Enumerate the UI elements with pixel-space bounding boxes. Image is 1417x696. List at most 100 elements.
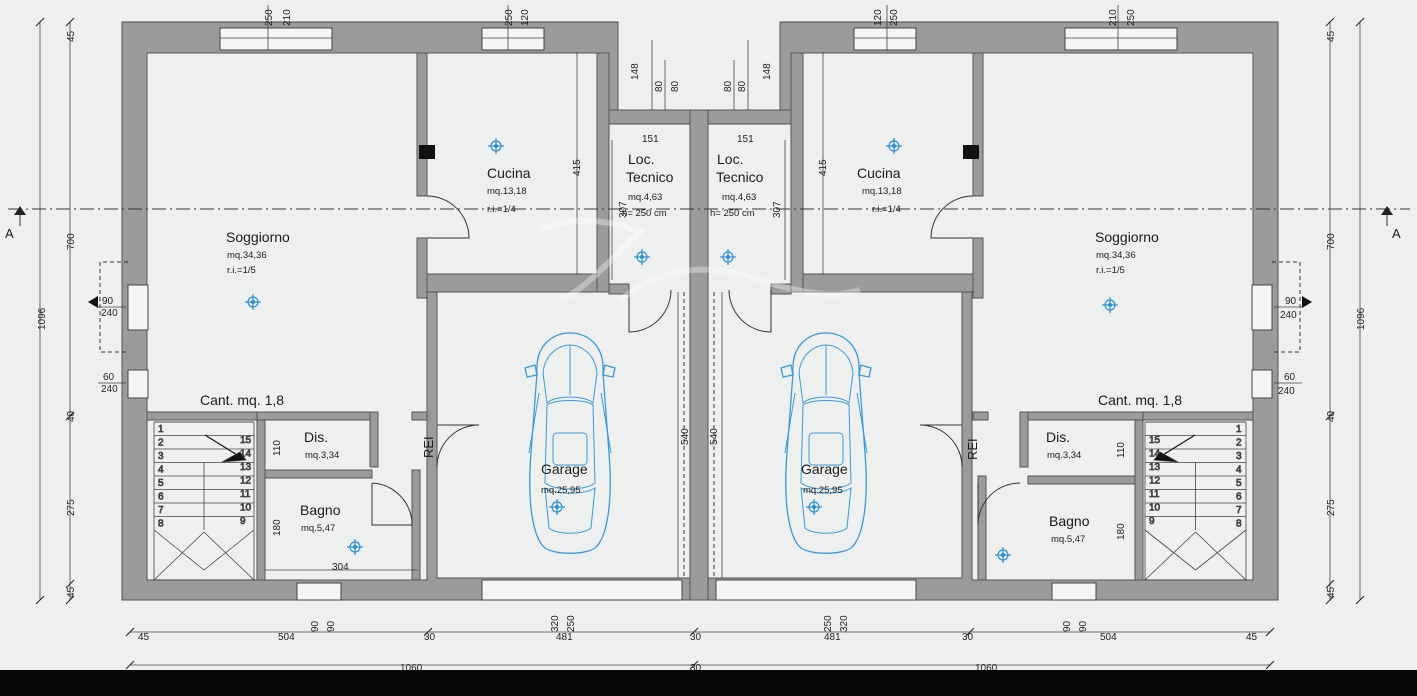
- room-name-garage: Garage: [801, 461, 848, 477]
- dim-text: 45: [1246, 632, 1258, 643]
- rei-label: REI: [421, 436, 436, 458]
- dim-text: 700: [1326, 233, 1337, 250]
- dim-text: 30: [690, 663, 702, 670]
- section-line: A A: [5, 206, 1410, 241]
- room-area: mq.5,47: [1051, 534, 1085, 545]
- room-name-cantina: Cant. mq. 1,8: [200, 392, 284, 408]
- room-name-garage: Garage: [541, 461, 588, 477]
- dim-text: 1060: [400, 663, 423, 670]
- room-ratio: r.i.=1/4: [487, 204, 516, 215]
- light-point-icon: [886, 138, 902, 154]
- room-area: mq.5,47: [301, 523, 335, 534]
- dim-text: 250: [1126, 9, 1137, 26]
- car-left: [524, 332, 616, 554]
- dim-text: 504: [278, 632, 295, 643]
- room-name-loc: Loc.: [628, 151, 654, 167]
- dim-text: 504: [1100, 632, 1117, 643]
- dim-text: 210: [282, 9, 293, 26]
- dim-text: 240: [1278, 386, 1295, 397]
- dim-text: 90: [102, 296, 114, 307]
- walls: [121, 21, 1279, 601]
- light-point-icon: [720, 249, 736, 265]
- dim-text: 30: [962, 632, 974, 643]
- room-ratio: r.i.=1/5: [227, 265, 256, 276]
- dim-text: 45: [1326, 30, 1337, 42]
- room-height: h= 250 cm: [622, 208, 667, 219]
- stair-number: 2: [1236, 438, 1242, 449]
- dim-text: 45: [138, 632, 150, 643]
- dim-text: 110: [1116, 442, 1127, 458]
- dim-text: 415: [572, 159, 583, 176]
- dim-text: 45: [66, 30, 77, 42]
- doors: [371, 195, 1021, 526]
- light-point-icon: [488, 138, 504, 154]
- room-area: mq.25,95: [803, 485, 843, 496]
- column-left: [419, 145, 435, 159]
- room-name-dis: Dis.: [304, 429, 328, 445]
- room-name-tecnico: Tecnico: [626, 169, 674, 185]
- room-name-cucina: Cucina: [487, 165, 531, 181]
- dim-text: 250: [504, 9, 515, 26]
- room-name-soggiorno: Soggiorno: [1095, 229, 1159, 245]
- dim-text: 700: [66, 233, 77, 250]
- room-area: mq.34,36: [1096, 250, 1136, 261]
- dim-text: 60: [1284, 372, 1296, 383]
- dim-text: 1096: [1356, 307, 1367, 330]
- dim-text: 481: [824, 632, 841, 643]
- dim-text: 151: [642, 134, 659, 145]
- stair-number: 14: [1149, 449, 1161, 460]
- room-area: mq.13,18: [862, 186, 902, 197]
- stair-number: 11: [240, 489, 251, 500]
- dim-text: 307: [772, 201, 783, 218]
- stair-number: 7: [1236, 505, 1242, 516]
- column-right: [963, 145, 979, 159]
- light-point-icon: [995, 547, 1011, 563]
- dim-text: 1096: [37, 307, 48, 330]
- stair-number: 8: [1236, 519, 1242, 530]
- ceiling-lights: [245, 138, 1118, 563]
- dim-text: 1060: [975, 663, 998, 670]
- room-area: mq.25,95: [541, 485, 581, 496]
- room-area: mq.34,36: [227, 250, 267, 261]
- dim-text: 120: [520, 9, 531, 26]
- stair-number: 14: [240, 449, 252, 460]
- stair-number: 9: [1149, 516, 1155, 527]
- stair-number: 13: [1149, 462, 1161, 473]
- dim-text: 481: [556, 632, 573, 643]
- room-area: mq.13,18: [487, 186, 527, 197]
- room-area: mq.3,34: [1047, 450, 1081, 461]
- stair-number: 3: [158, 451, 164, 462]
- dim-text: 148: [630, 63, 641, 80]
- dim-text: 120: [873, 9, 884, 26]
- stair-number: 7: [158, 505, 164, 516]
- room-name-tecnico: Tecnico: [716, 169, 764, 185]
- dim-text: 320: [839, 615, 850, 632]
- stair-number: 5: [1236, 478, 1242, 489]
- room-area: mq.4,63: [722, 192, 756, 203]
- dim-text: 45: [1326, 586, 1337, 598]
- dim-text: 148: [762, 63, 773, 80]
- dim-text: 110: [272, 440, 283, 456]
- section-mark-left: A: [5, 226, 14, 241]
- room-name-dis: Dis.: [1046, 429, 1070, 445]
- dim-text: 275: [1326, 499, 1337, 516]
- stair-number: 11: [1149, 489, 1160, 500]
- room-name-loc: Loc.: [717, 151, 743, 167]
- stair-number: 3: [1236, 451, 1242, 462]
- dim-text: 250: [264, 9, 275, 26]
- stair-number: 10: [1149, 503, 1161, 514]
- stair-number: 2: [158, 438, 164, 449]
- room-area: mq.4,63: [628, 192, 662, 203]
- rei-label: REI: [965, 438, 980, 460]
- dim-text: 320: [550, 615, 561, 632]
- labels-left: Soggiorno mq.34,36 r.i.=1/5 Cucina mq.13…: [200, 151, 674, 534]
- dim-text: 80: [654, 80, 665, 92]
- light-point-icon: [549, 499, 565, 515]
- light-point-icon: [347, 539, 363, 555]
- room-name-cantina: Cant. mq. 1,8: [1098, 392, 1182, 408]
- stair-number: 12: [1149, 476, 1161, 487]
- dim-text: 210: [1108, 9, 1119, 26]
- stair-number: 13: [240, 462, 252, 473]
